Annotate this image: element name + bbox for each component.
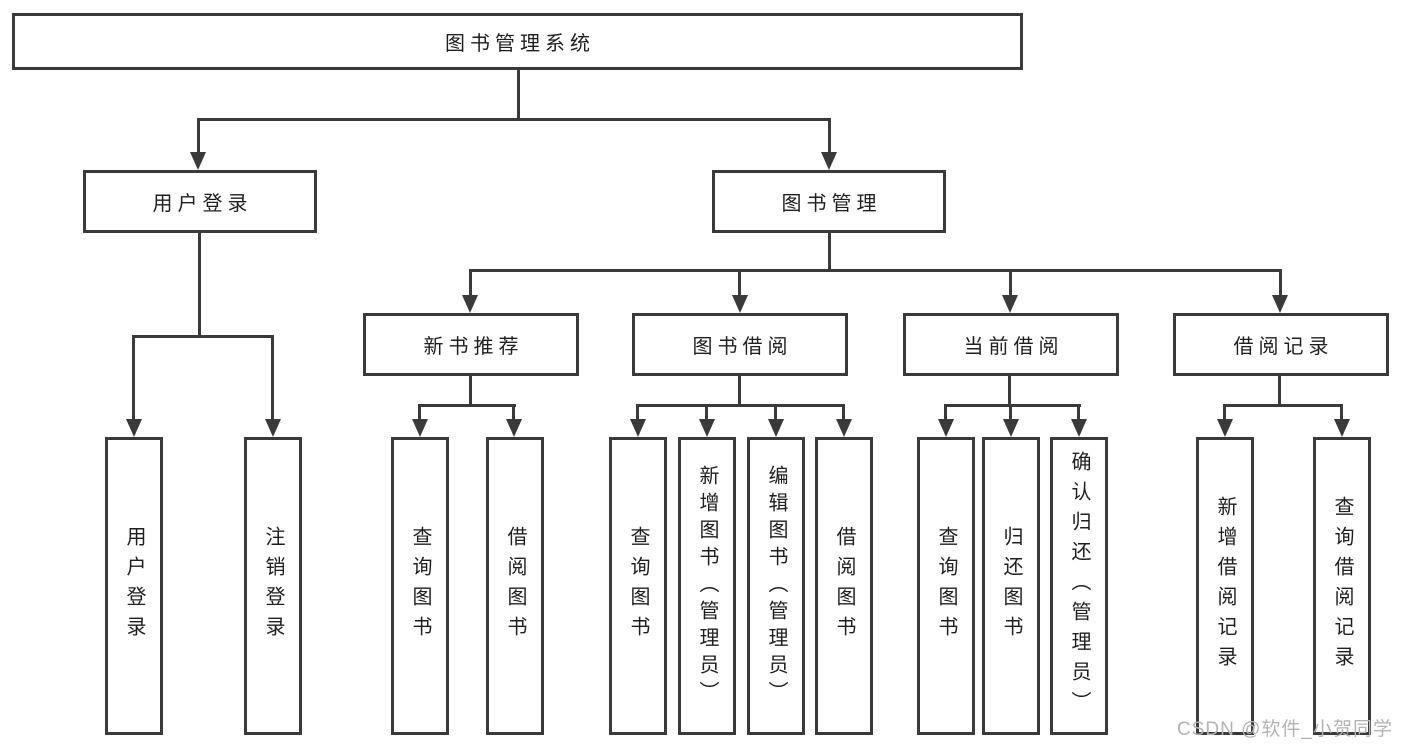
leaf-label: 用户登录 [123, 526, 145, 646]
connector-drop-leaf [1009, 404, 1012, 421]
connector-drop-leaf [1077, 404, 1080, 421]
leaf-label: 新增借阅记录 [1214, 496, 1236, 676]
connector-drop-current-borrow [1009, 269, 1012, 297]
connector-current-borrow-drop [1008, 376, 1011, 407]
connector-book-management-drop [828, 233, 831, 272]
arrowhead-down-icon [630, 419, 646, 437]
leaf-label: 编辑图书（管理员） [765, 464, 787, 708]
connector-drop-leaf [944, 404, 947, 421]
node-book-management: 图书管理 [712, 170, 946, 233]
leaf-label: 查询借阅记录 [1331, 496, 1353, 676]
leaf-label: 新增图书（管理员） [696, 464, 718, 708]
connector-new-book-drop [469, 376, 472, 407]
connector-level3-rail [469, 269, 1282, 272]
leaf-label: 借阅图书 [833, 526, 855, 646]
connector-borrow-record-rail [1223, 404, 1343, 407]
arrowhead-down-icon [126, 419, 142, 437]
node-user-login: 用户登录 [83, 170, 317, 233]
connector-new-book-rail [418, 404, 516, 407]
connector-drop-user-login [197, 118, 200, 155]
arrowhead-down-icon [1002, 295, 1018, 313]
leaf-label: 归还图书 [1000, 526, 1022, 646]
connector-current-borrow-rail [944, 404, 1081, 407]
node-root: 图书管理系统 [12, 13, 1023, 70]
node-user-login-label: 用户登录 [152, 193, 253, 215]
leaf-label: 注销登录 [262, 526, 284, 646]
connector-drop-leaf [271, 335, 274, 421]
leaf-label: 借阅图书 [504, 526, 526, 646]
connector-drop-leaf [1340, 404, 1343, 421]
arrowhead-down-icon [836, 419, 852, 437]
connector-drop-leaf [418, 404, 421, 421]
node-current-borrow: 当前借阅 [903, 313, 1119, 376]
connector-drop-leaf [512, 404, 515, 421]
arrowhead-down-icon [732, 295, 748, 313]
arrowhead-down-icon [699, 419, 715, 437]
connector-drop-book-borrow [738, 269, 741, 297]
leaf-label: 查询图书 [409, 526, 431, 646]
leaf-add-book-admin: 新增图书（管理员） [678, 437, 736, 735]
node-borrow-record-label: 借阅记录 [1233, 336, 1334, 358]
arrowhead-down-icon [768, 419, 784, 437]
arrowhead-down-icon [462, 295, 478, 313]
connector-book-borrow-drop [738, 376, 741, 407]
node-new-book-recommend-label: 新书推荐 [423, 336, 524, 358]
arrowhead-down-icon [1003, 419, 1019, 437]
connector-level2-rail [197, 118, 831, 121]
leaf-user-login: 用户登录 [105, 437, 163, 735]
leaf-label: 确认归还（管理员） [1068, 451, 1090, 721]
arrowhead-down-icon [1272, 295, 1288, 313]
leaf-query-book-new-book: 查询图书 [391, 437, 449, 735]
leaf-confirm-return-admin: 确认归还（管理员） [1050, 437, 1108, 735]
leaf-return-book: 归还图书 [982, 437, 1040, 735]
connector-user-login-drop [198, 233, 201, 338]
leaf-label: 查询图书 [627, 526, 649, 646]
leaf-add-borrow-record: 新增借阅记录 [1196, 437, 1254, 735]
arrowhead-down-icon [1071, 419, 1087, 437]
leaf-query-book-current-borrow: 查询图书 [917, 437, 975, 735]
leaf-borrow-book-new-book: 借阅图书 [486, 437, 544, 735]
connector-drop-borrow-record [1279, 269, 1282, 297]
leaf-label: 查询图书 [935, 526, 957, 646]
arrowhead-down-icon [412, 419, 428, 437]
leaf-borrow-book-book-borrow: 借阅图书 [815, 437, 873, 735]
connector-drop-leaf [705, 404, 708, 421]
leaf-edit-book-admin: 编辑图书（管理员） [747, 437, 805, 735]
connector-drop-leaf [132, 335, 135, 421]
connector-root-drop [517, 68, 520, 121]
node-book-borrow-label: 图书借阅 [692, 336, 793, 358]
csdn-watermark: CSDN @软件_小贺同学 [1177, 719, 1393, 740]
connector-borrow-record-drop [1278, 376, 1281, 407]
arrowhead-down-icon [938, 419, 954, 437]
connector-drop-new-book [469, 269, 472, 297]
node-new-book-recommend: 新书推荐 [363, 313, 579, 376]
node-current-borrow-label: 当前借阅 [963, 336, 1064, 358]
leaf-query-book-book-borrow: 查询图书 [609, 437, 667, 735]
connector-book-borrow-rail [636, 404, 845, 407]
connector-drop-book-management [828, 118, 831, 155]
arrowhead-down-icon [1217, 419, 1233, 437]
node-book-management-label: 图书管理 [781, 193, 882, 215]
arrowhead-down-icon [265, 419, 281, 437]
node-root-label: 图书管理系统 [445, 33, 595, 55]
connector-drop-leaf [1223, 404, 1226, 421]
node-borrow-record: 借阅记录 [1173, 313, 1389, 376]
node-book-borrow: 图书借阅 [632, 313, 848, 376]
connector-drop-leaf [636, 404, 639, 421]
arrowhead-down-icon [190, 152, 206, 170]
arrowhead-down-icon [506, 419, 522, 437]
arrowhead-down-icon [821, 152, 837, 170]
arrowhead-down-icon [1334, 419, 1350, 437]
connector-drop-leaf [842, 404, 845, 421]
leaf-logout: 注销登录 [244, 437, 302, 735]
connector-drop-leaf [774, 404, 777, 421]
leaf-query-borrow-record: 查询借阅记录 [1313, 437, 1371, 735]
connector-user-login-rail [132, 335, 274, 338]
